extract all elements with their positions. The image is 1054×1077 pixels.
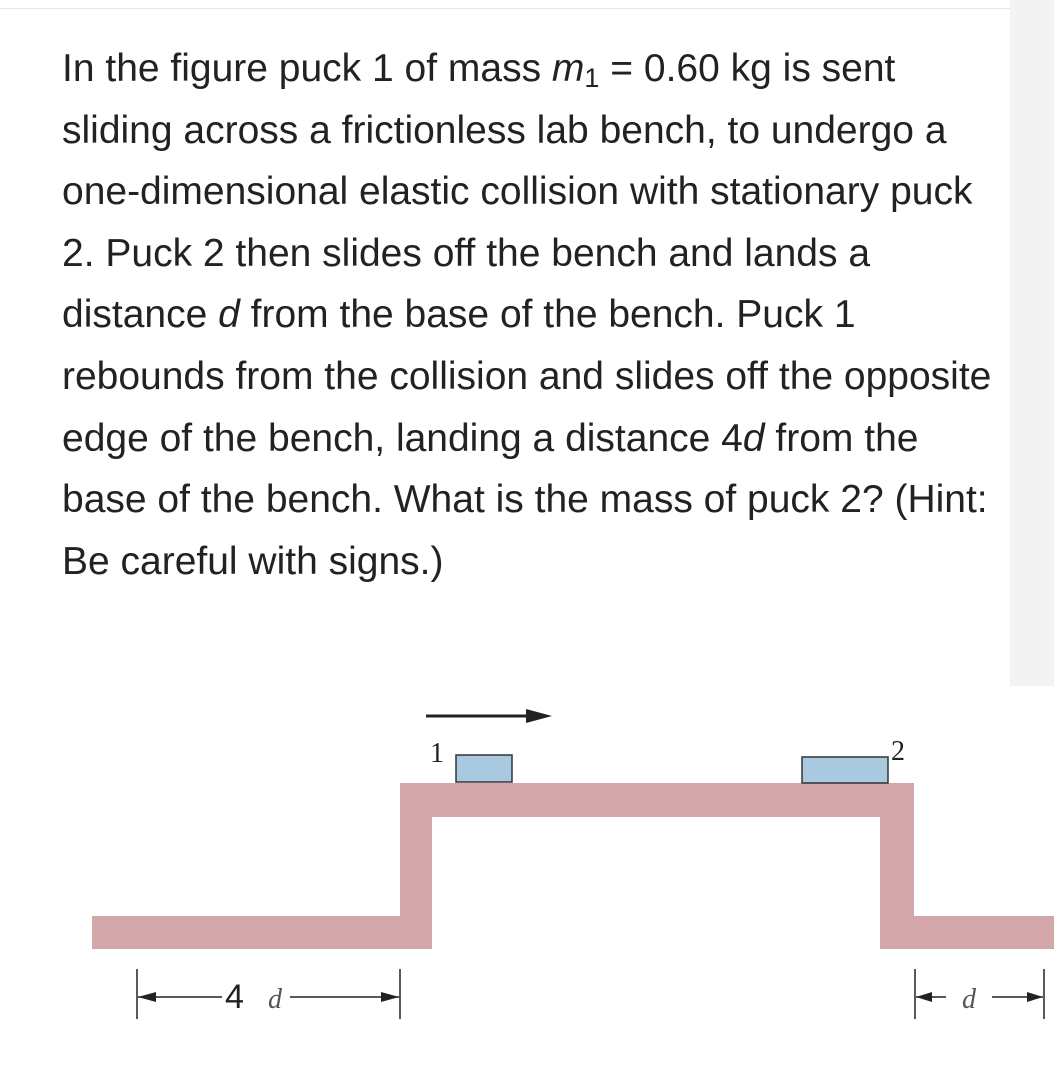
dim-left-var: d: [268, 984, 283, 1015]
bench-figure: 1 2 4 d d: [0, 686, 1054, 1077]
mass-symbol: m: [551, 47, 585, 90]
bench-shape: [92, 783, 1054, 949]
dim-right-arrow-end: [1027, 992, 1043, 1002]
distance-var-2: d: [742, 416, 765, 460]
bench-figure-svg: 1 2 4 d d: [92, 709, 1054, 1019]
problem-text-part-2: = 0.60 kg is sent sliding across a frict…: [62, 47, 973, 337]
puck-1-label: 1: [430, 738, 444, 769]
dim-left-number: 4: [225, 978, 244, 1016]
dim-right-arrow-start: [916, 992, 932, 1002]
mass-subscript: 1: [584, 63, 600, 93]
dim-right-var: d: [962, 984, 977, 1015]
problem-text-part-3: from the base of the bench. Puck 1 rebou…: [62, 293, 992, 460]
puck-1: [455, 754, 513, 783]
right-gutter: [1010, 0, 1054, 686]
problem-text-part-4: from the base of the bench. What is the …: [62, 416, 988, 583]
puck-2: [801, 756, 889, 784]
problem-text-part-1: In the figure puck 1 of mass: [62, 47, 552, 90]
puck-2-label: 2: [891, 736, 905, 767]
top-divider: [0, 8, 1010, 9]
distance-var-1: d: [218, 293, 240, 337]
velocity-arrow-head: [526, 709, 552, 723]
dim-left-arrow-end: [381, 992, 399, 1002]
dim-left-arrow-start: [138, 992, 156, 1002]
problem-statement: In the figure puck 1 of mass m1 = 0.60 k…: [62, 38, 992, 592]
